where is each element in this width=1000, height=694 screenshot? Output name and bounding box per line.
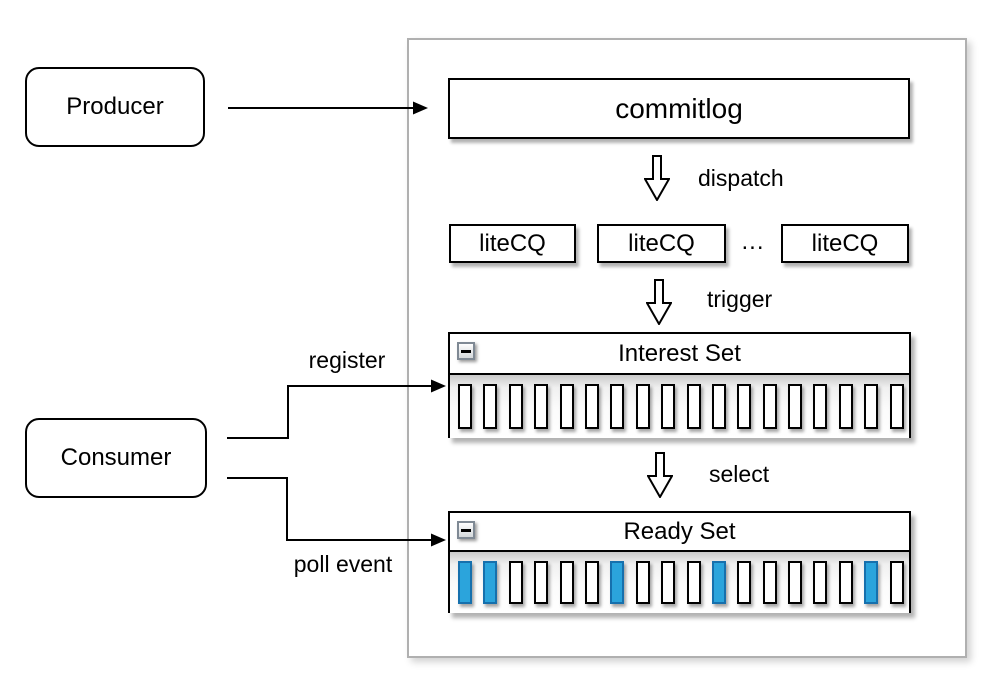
interest-set-panel: Interest Set bbox=[448, 332, 911, 438]
slot-empty bbox=[864, 384, 879, 429]
slot-empty bbox=[737, 561, 752, 604]
interest-set-header: Interest Set bbox=[450, 334, 909, 375]
trigger-label: trigger bbox=[707, 286, 773, 312]
slot-filled bbox=[458, 561, 472, 604]
ready-set-collapse-button[interactable] bbox=[457, 521, 475, 539]
consumer-node: Consumer bbox=[25, 418, 207, 498]
trigger-down-arrow-icon bbox=[646, 279, 672, 325]
poll-event-label: poll event bbox=[293, 551, 393, 577]
slot-filled bbox=[610, 561, 625, 604]
producer-node: Producer bbox=[25, 67, 205, 147]
slot-empty bbox=[737, 384, 752, 429]
dispatch-down-arrow-icon bbox=[644, 155, 670, 201]
slot-empty bbox=[686, 384, 701, 429]
dispatch-label: dispatch bbox=[698, 165, 784, 191]
ready-set-title: Ready Set bbox=[623, 517, 736, 545]
litecq-box: liteCQ bbox=[597, 224, 726, 263]
slot-filled bbox=[483, 561, 498, 604]
producer-label: Producer bbox=[66, 93, 164, 120]
slot-empty bbox=[559, 384, 574, 429]
litecq-label: liteCQ bbox=[479, 229, 546, 257]
slot-empty bbox=[762, 384, 777, 429]
slot-empty bbox=[635, 384, 650, 429]
slot-empty bbox=[458, 384, 472, 429]
slot-empty bbox=[762, 561, 777, 604]
slot-empty bbox=[635, 561, 650, 604]
slot-empty bbox=[483, 384, 498, 429]
interest-set-slots bbox=[450, 375, 909, 438]
slot-empty bbox=[661, 561, 676, 604]
litecq-label: liteCQ bbox=[628, 229, 695, 257]
slot-empty bbox=[584, 384, 599, 429]
slot-empty bbox=[610, 384, 625, 429]
slot-empty bbox=[534, 561, 549, 604]
commitlog-box: commitlog bbox=[448, 78, 910, 139]
slot-empty bbox=[788, 561, 803, 604]
interest-set-collapse-button[interactable] bbox=[457, 342, 475, 360]
slot-empty bbox=[889, 384, 904, 429]
slot-filled bbox=[711, 561, 726, 604]
select-down-arrow-icon bbox=[647, 452, 673, 498]
slot-empty bbox=[813, 561, 828, 604]
litecq-box: liteCQ bbox=[449, 224, 576, 263]
slot-empty bbox=[889, 561, 904, 604]
minus-icon bbox=[461, 528, 471, 532]
ready-set-slots bbox=[450, 552, 909, 613]
slot-empty bbox=[508, 561, 523, 604]
litecq-label: liteCQ bbox=[811, 229, 879, 257]
register-label: register bbox=[308, 347, 386, 373]
slot-empty bbox=[686, 561, 701, 604]
ready-set-header: Ready Set bbox=[450, 513, 909, 552]
slot-empty bbox=[788, 384, 803, 429]
slot-empty bbox=[559, 561, 574, 604]
slot-empty bbox=[838, 384, 853, 429]
slot-empty bbox=[534, 384, 549, 429]
slot-filled bbox=[864, 561, 879, 604]
select-label: select bbox=[709, 461, 770, 487]
ready-set-panel: Ready Set bbox=[448, 511, 911, 613]
interest-set-title: Interest Set bbox=[618, 339, 741, 367]
slot-empty bbox=[661, 384, 676, 429]
consumer-label: Consumer bbox=[60, 444, 172, 471]
slot-empty bbox=[838, 561, 853, 604]
litecq-box: liteCQ bbox=[781, 224, 909, 263]
slot-empty bbox=[508, 384, 523, 429]
commitlog-label: commitlog bbox=[615, 92, 743, 124]
slot-empty bbox=[711, 384, 726, 429]
producer-to-commitlog-arrow bbox=[228, 101, 428, 115]
minus-icon bbox=[461, 349, 471, 353]
slot-empty bbox=[584, 561, 599, 604]
slot-empty bbox=[813, 384, 828, 429]
litecq-ellipsis: ... bbox=[741, 228, 765, 255]
